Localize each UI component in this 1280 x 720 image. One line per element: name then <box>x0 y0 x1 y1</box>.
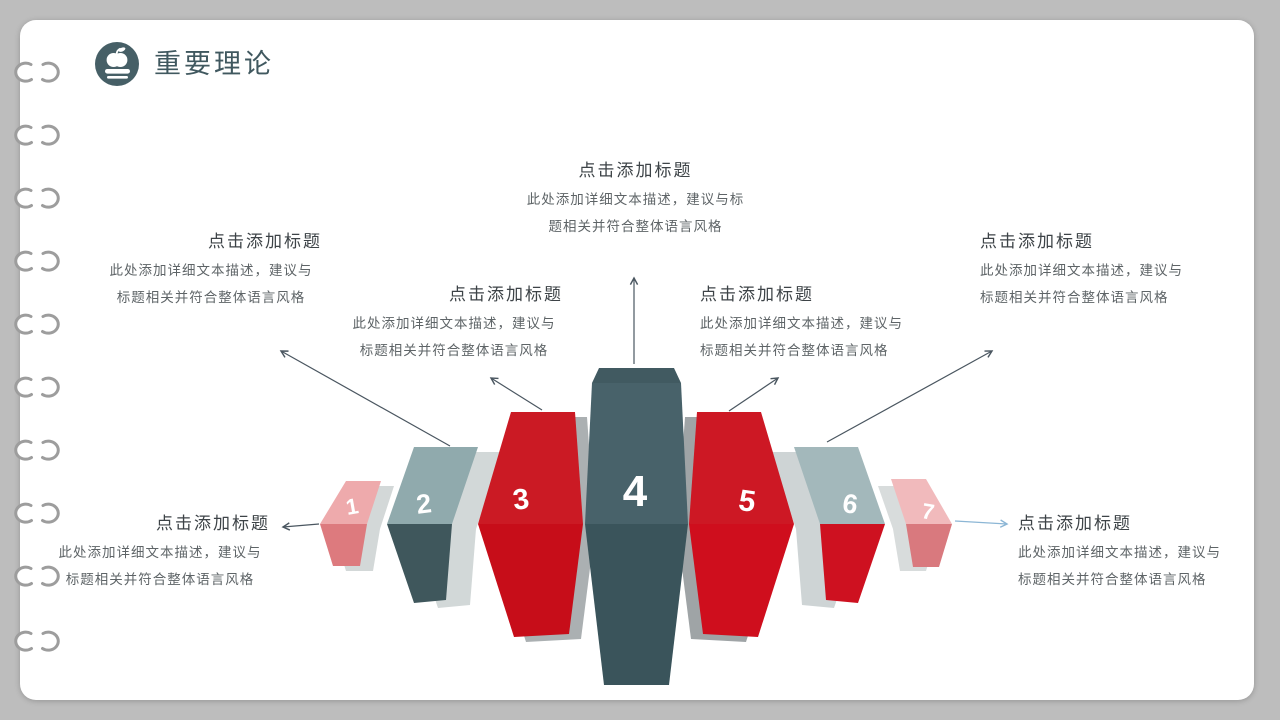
arrow-to-callout-6 <box>826 350 994 443</box>
callout-text-line: 此处添加详细文本描述，建议与标 <box>526 192 745 207</box>
callout-block-5: 点击添加标题 此处添加详细文本描述，建议与 标题相关并符合整体语言风格 <box>700 283 930 364</box>
block-6-number: 6 <box>841 488 860 520</box>
callout-text-line: 此处添加详细文本描述，建议与 <box>980 263 1183 278</box>
block-3-bottom-face <box>478 524 583 637</box>
arrow-to-callout-3 <box>489 377 543 411</box>
block-7-top-face <box>891 479 952 524</box>
binder-ring <box>14 439 60 461</box>
binder-ring <box>14 250 60 272</box>
callout-title: 点击添加标题 <box>449 285 563 304</box>
block-5-top-face <box>689 412 794 524</box>
arrow-to-callout-7 <box>954 519 1009 528</box>
binder-ring <box>14 313 60 335</box>
callout-text-line: 标题相关并符合整体语言风格 <box>1018 572 1207 587</box>
pyramid-block-5: 5 <box>677 412 794 642</box>
callout-text-line: 此处添加详细文本描述，建议与 <box>109 263 313 278</box>
block-2-top-face <box>387 447 478 524</box>
block-3-top-face <box>478 412 583 524</box>
pyramid-block-7: 7 <box>878 479 952 571</box>
apple-book-icon <box>95 42 139 86</box>
binder-ring <box>14 376 60 398</box>
callout-block-3: 点击添加标题 此处添加详细文本描述，建议与 标题相关并符合整体语言风格 <box>345 283 563 364</box>
block-3-number: 3 <box>511 483 531 517</box>
pyramid-block-4: 4 <box>585 368 688 685</box>
callout-title: 点击添加标题 <box>980 232 1094 251</box>
slide-header: 重要理论 <box>94 41 274 87</box>
callout-text-line: 标题相关并符合整体语言风格 <box>700 343 889 358</box>
callout-title: 点击添加标题 <box>156 514 270 533</box>
block-1-top-face <box>320 481 381 524</box>
block-6-top-face <box>794 447 885 524</box>
callout-text-line: 此处添加详细文本描述，建议与 <box>58 545 262 560</box>
binder-ring <box>14 61 60 83</box>
binder-ring <box>14 565 60 587</box>
block-4-top-face <box>592 368 681 383</box>
binder-ring <box>14 187 60 209</box>
block-5-bottom-face <box>689 524 794 637</box>
block-1-number: 1 <box>344 493 360 520</box>
callout-title: 点击添加标题 <box>1018 514 1132 533</box>
block-4-bottom-face <box>585 524 688 685</box>
block-6-bottom-face <box>820 524 885 603</box>
arrow-to-callout-2 <box>279 350 451 447</box>
callout-block-7: 点击添加标题 此处添加详细文本描述，建议与 标题相关并符合整体语言风格 <box>1018 512 1248 593</box>
block-2-number: 2 <box>415 488 434 520</box>
callout-title: 点击添加标题 <box>208 232 322 251</box>
callout-text-line: 此处添加详细文本描述，建议与 <box>1018 545 1221 560</box>
callout-text-line: 标题相关并符合整体语言风格 <box>65 572 255 587</box>
callout-title: 点击添加标题 <box>578 161 693 180</box>
block-7-bottom-face <box>906 524 952 567</box>
arrow-to-callout-5 <box>728 377 780 412</box>
pyramid-block-6: 6 <box>770 447 885 608</box>
callout-text-line: 题相关并符合整体语言风格 <box>548 219 723 234</box>
binder-ring <box>14 124 60 146</box>
block-1-bottom-face <box>320 524 367 566</box>
callout-block-1: 点击添加标题 此处添加详细文本描述，建议与 标题相关并符合整体语言风格 <box>50 512 270 593</box>
block-2-bottom-face <box>387 524 452 603</box>
binder-ring <box>14 630 60 652</box>
pyramid-block-3: 3 <box>478 412 595 642</box>
page-title: 重要理论 <box>154 49 274 79</box>
callout-text-line: 此处添加详细文本描述，建议与 <box>352 316 556 331</box>
binder-ring <box>14 502 60 524</box>
block-5-number: 5 <box>737 484 758 519</box>
callout-block-6: 点击添加标题 此处添加详细文本描述，建议与 标题相关并符合整体语言风格 <box>980 230 1210 311</box>
callout-block-2: 点击添加标题 此处添加详细文本描述，建议与 标题相关并符合整体语言风格 <box>100 230 322 311</box>
pyramid-block-1: 1 <box>320 481 394 571</box>
callout-text-line: 标题相关并符合整体语言风格 <box>980 290 1169 305</box>
callout-text-line: 此处添加详细文本描述，建议与 <box>700 316 903 331</box>
callout-text-line: 标题相关并符合整体语言风格 <box>116 290 306 305</box>
callout-title: 点击添加标题 <box>700 285 814 304</box>
pyramid-block-2: 2 <box>387 447 502 608</box>
callout-block-4: 点击添加标题 此处添加详细文本描述，建议与标 题相关并符合整体语言风格 <box>488 159 783 240</box>
arrow-to-callout-1 <box>281 522 320 531</box>
callout-arrows <box>279 276 1009 531</box>
block-7-number: 7 <box>920 498 936 525</box>
block-4-upper-face <box>585 383 688 524</box>
block-4-number: 4 <box>623 467 648 516</box>
callout-text-line: 标题相关并符合整体语言风格 <box>359 343 549 358</box>
